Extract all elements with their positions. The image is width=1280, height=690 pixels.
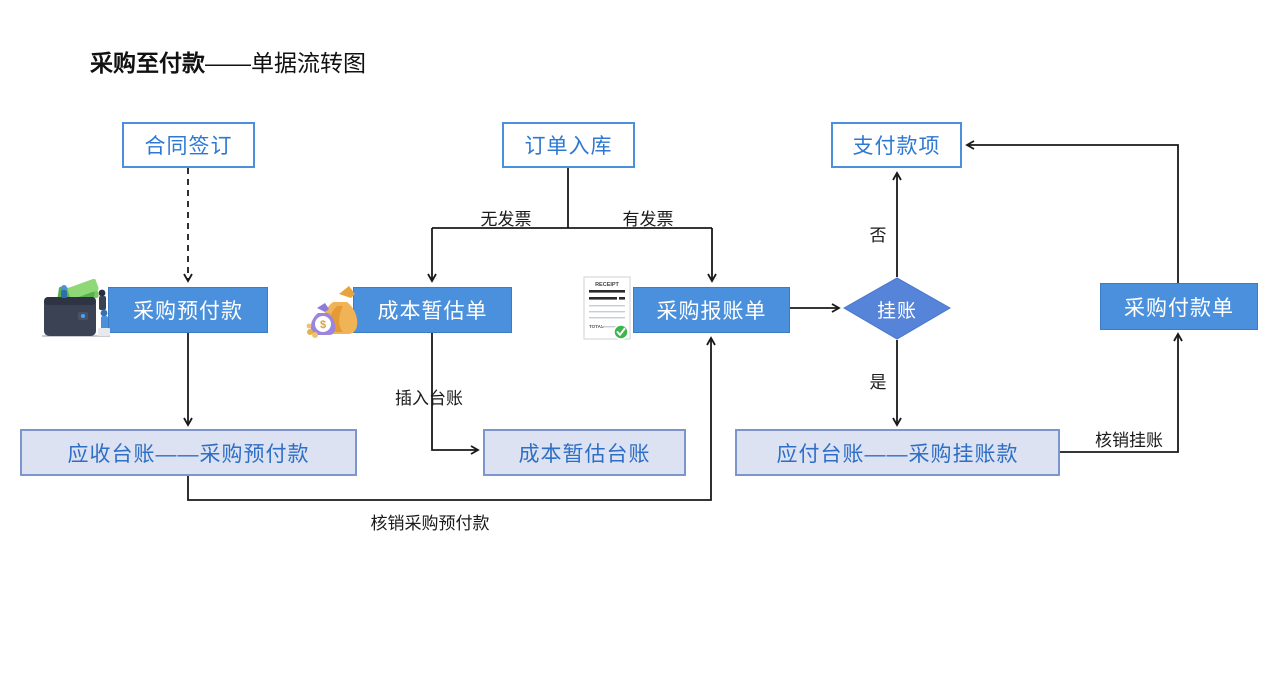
node-payable-ledger: 应付台账——采购挂账款 <box>735 429 1060 476</box>
edge-label-yes: 是 <box>869 373 887 392</box>
edge-receivable-to-expense-claim <box>187 336 716 501</box>
decision-diamond-shape <box>842 277 952 340</box>
edge-label-no-invoice: 无发票 <box>480 210 532 229</box>
wallet-icon <box>42 279 110 337</box>
node-label: 采购报账单 <box>656 300 767 323</box>
title-bold: 采购至付款 <box>90 50 205 76</box>
node-purchase-payment-order: 采购付款单 <box>1100 283 1258 330</box>
node-purchase-expense-claim: 采购报账单 <box>633 287 790 333</box>
node-contract-signing: 合同签订 <box>122 122 255 168</box>
node-label: 应付台账——采购挂账款 <box>776 442 1019 466</box>
edge-payable-ledger-to-payment-order <box>1060 332 1183 453</box>
node-receivable-ledger: 应收台账——采购预付款 <box>20 429 357 476</box>
node-label: 采购预付款 <box>133 300 243 323</box>
node-label: 合同签订 <box>144 135 233 158</box>
edge-payment-order-to-payment <box>965 140 1179 283</box>
dollar-symbol: $ <box>320 319 326 331</box>
node-label: 成本暂估单 <box>377 300 488 323</box>
node-decision-on-account: 挂账 <box>844 278 950 340</box>
edge-cost-estimate-to-ledger <box>431 333 480 455</box>
node-label: 成本暂估台账 <box>518 442 651 466</box>
node-cost-estimate-doc: 成本暂估单 <box>353 287 512 333</box>
node-label: 订单入库 <box>524 135 613 158</box>
edge-label-writeoff-onaccount: 核销挂账 <box>1095 431 1163 450</box>
node-label: 应收台账——采购预付款 <box>67 442 310 466</box>
node-pay-funds: 支付款项 <box>831 122 962 168</box>
edge-label-insert-ledger: 插入台账 <box>395 389 463 408</box>
node-purchase-prepayment: 采购预付款 <box>108 287 268 333</box>
receipt-header-text: RECEIPT <box>595 282 619 288</box>
edge-label-has-invoice: 有发票 <box>622 210 674 229</box>
node-label: 采购付款单 <box>1124 296 1234 320</box>
node-order-inbound: 订单入库 <box>502 122 635 168</box>
edge-label-no: 否 <box>869 226 887 245</box>
node-label: 支付款项 <box>852 135 941 158</box>
node-label: 挂账 <box>876 300 917 322</box>
node-cost-estimate-ledger: 成本暂估台账 <box>483 429 686 476</box>
edge-label-writeoff-prepayment: 核销采购预付款 <box>370 514 490 533</box>
receipt-icon: RECEIPT TOTAL <box>583 276 631 340</box>
title-rest: ——单据流转图 <box>205 50 366 76</box>
page-title: 采购至付款——单据流转图 <box>90 44 366 78</box>
money-bags-icon: $ <box>306 286 358 338</box>
receipt-total-text: TOTAL <box>589 324 604 329</box>
